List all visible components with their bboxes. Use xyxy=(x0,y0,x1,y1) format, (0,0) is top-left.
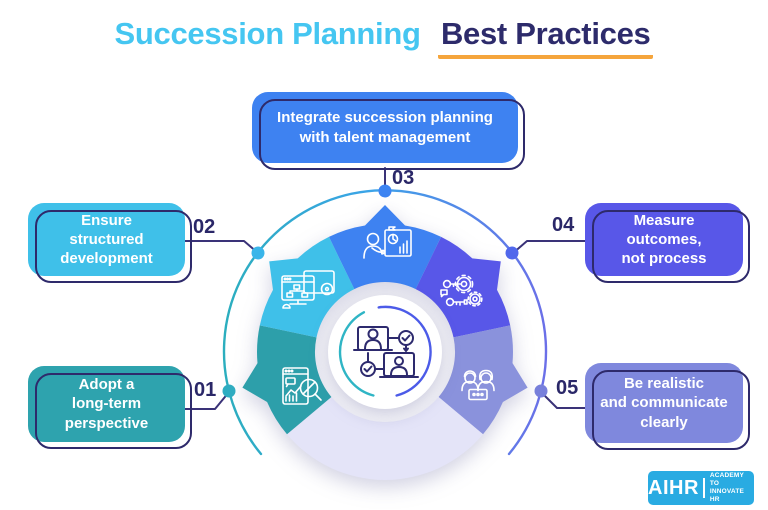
connector-04 xyxy=(511,240,586,255)
aihr-logo-name: AIHR xyxy=(648,476,699,499)
title-part2: Best Practices xyxy=(437,16,654,59)
step-number-04: 04 xyxy=(552,214,575,236)
connector-dot-02 xyxy=(251,246,265,260)
presenter-chart-icon xyxy=(363,226,412,259)
practice-box-02: Ensure structured development xyxy=(28,203,192,283)
report-magnifier-icon xyxy=(282,367,322,405)
video-call-handover-icon xyxy=(353,326,419,378)
title-part1: Succession Planning xyxy=(114,16,421,51)
page-title: Succession Planning Best Practices xyxy=(0,16,768,59)
wheel-segment-05 xyxy=(438,325,528,435)
connector-01 xyxy=(184,391,230,410)
aihr-logo-tagline: ACADEMY TO INNOVATE HR xyxy=(710,472,754,505)
wheel-segment-01 xyxy=(242,325,332,435)
center-ring-arc-right xyxy=(377,305,432,397)
practice-box-05-label: Be realistic and communicate clearly xyxy=(585,363,743,443)
wheel-segment-02 xyxy=(259,236,355,338)
connector-05 xyxy=(540,391,586,409)
aihr-tagline-line1: ACADEMY TO xyxy=(709,471,744,487)
aihr-logo: AIHR ACADEMY TO INNOVATE HR xyxy=(648,471,754,505)
practice-box-04: Measure outcomes, not process xyxy=(585,203,750,283)
aihr-logo-divider xyxy=(702,478,705,498)
practice-box-02-label: Ensure structured development xyxy=(28,203,185,276)
connector-dot-01 xyxy=(222,384,236,398)
practice-box-03: Integrate succession planning with talen… xyxy=(252,92,525,170)
step-number-01: 01 xyxy=(194,379,217,401)
center-ring-arc-left xyxy=(338,311,375,397)
connector-dot-03 xyxy=(378,184,392,198)
connector-dot-05 xyxy=(534,384,548,398)
monitor-orgchart-icon xyxy=(281,270,335,309)
step-number-05: 05 xyxy=(556,377,579,399)
step-number-02: 02 xyxy=(193,216,216,238)
wheel-segment-empty xyxy=(287,397,483,480)
step-number-03: 03 xyxy=(392,167,415,189)
connector-02 xyxy=(184,240,259,254)
connector-dot-04 xyxy=(505,246,519,260)
people-discussion-icon xyxy=(461,369,495,401)
center-disc xyxy=(328,295,442,409)
practice-box-05: Be realistic and communicate clearly xyxy=(585,363,750,450)
aihr-tagline-line2: INNOVATE HR xyxy=(709,488,745,504)
practice-box-01: Adopt a long-term perspective xyxy=(28,366,192,449)
keys-gears-icon xyxy=(440,274,483,307)
practice-box-03-label: Integrate succession planning with talen… xyxy=(252,92,518,163)
practice-box-04-label: Measure outcomes, not process xyxy=(585,203,743,276)
practice-box-01-label: Adopt a long-term perspective xyxy=(28,366,185,442)
